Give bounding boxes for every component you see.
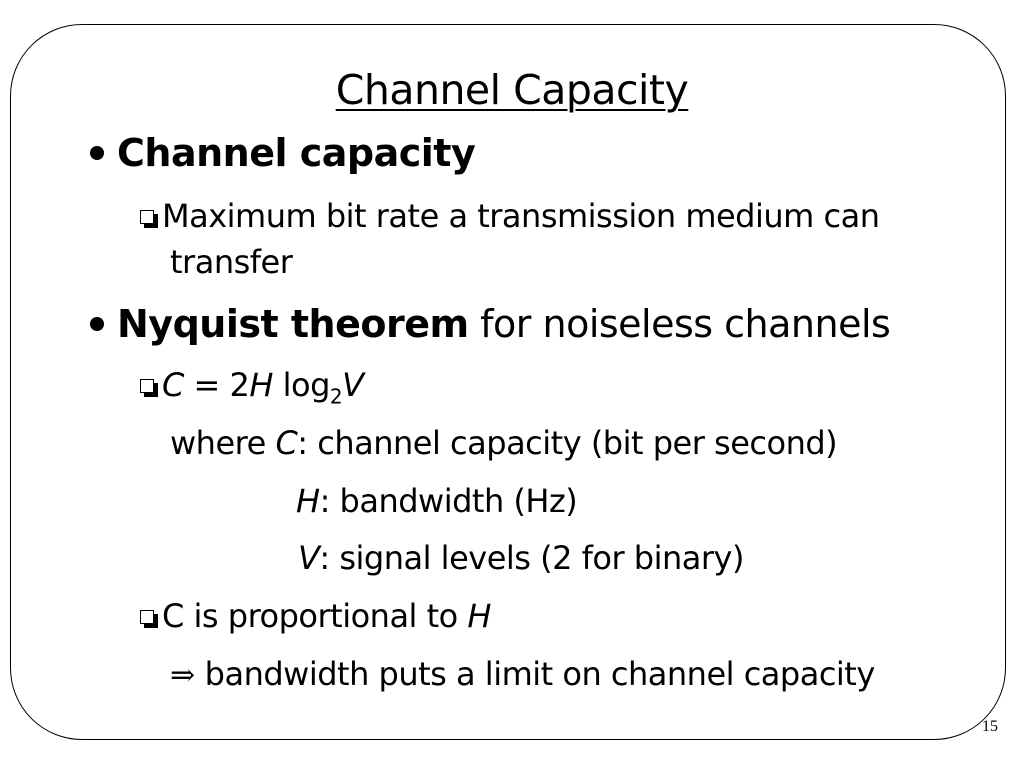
bullet-channel-capacity: Channel capacity [90,131,476,175]
conclusion-text: bandwidth puts a limit on channel capaci… [204,655,876,693]
definition-c-symbol: C [275,424,298,462]
formula-log: log [272,366,331,404]
box-bullet-icon [140,379,158,397]
bullet-heading-rest: for noiseless channels [468,302,891,346]
formula-log-base: 2 [329,384,343,409]
slide-frame [10,24,1006,740]
definition-where: where [170,424,276,462]
sub-bullet-text-continued: transfer [170,243,293,281]
formula-equals: = 2 [183,366,250,404]
sub-bullet-formula: C = 2H log2V [140,366,364,408]
sub-bullet-text: Maximum bit rate a transmission medium c… [162,197,880,235]
formula-c: C [162,366,184,404]
formula-h: H [249,366,273,404]
bullet-dot-icon [90,316,104,331]
bullet-dot-icon [90,145,104,160]
sub-bullet-continuation: transfer [170,243,293,281]
slide-title: Channel Capacity [335,66,689,114]
sub-bullet-proportional: C is proportional to H [140,597,491,635]
bullet-nyquist-theorem: Nyquist theorem for noiseless channels [90,302,891,346]
definition-h-text: : bandwidth (Hz) [319,482,578,520]
definition-v-text: : signal levels (2 for binary) [319,539,744,577]
box-bullet-icon [140,610,158,628]
definition-v: V: signal levels (2 for binary) [298,539,744,577]
definition-v-symbol: V [298,539,320,577]
definition-c-text: : channel capacity (bit per second) [297,424,838,462]
sub-bullet-max-bit-rate: Maximum bit rate a transmission medium c… [140,197,880,235]
definition-h-symbol: H [296,482,320,520]
proportional-h: H [467,597,491,635]
implies-arrow-icon: ⇒ [170,658,195,693]
formula-v: V [342,366,364,404]
page-number: 15 [982,718,998,735]
definition-c: where C: channel capacity (bit per secon… [170,424,838,462]
box-bullet-icon [140,210,158,228]
bullet-heading: Channel capacity [117,131,476,175]
definition-h: H: bandwidth (Hz) [296,482,578,520]
conclusion-line: ⇒ bandwidth puts a limit on channel capac… [170,655,875,693]
bullet-heading-bold: Nyquist theorem [117,302,469,346]
proportional-text: C is proportional to [162,597,468,635]
